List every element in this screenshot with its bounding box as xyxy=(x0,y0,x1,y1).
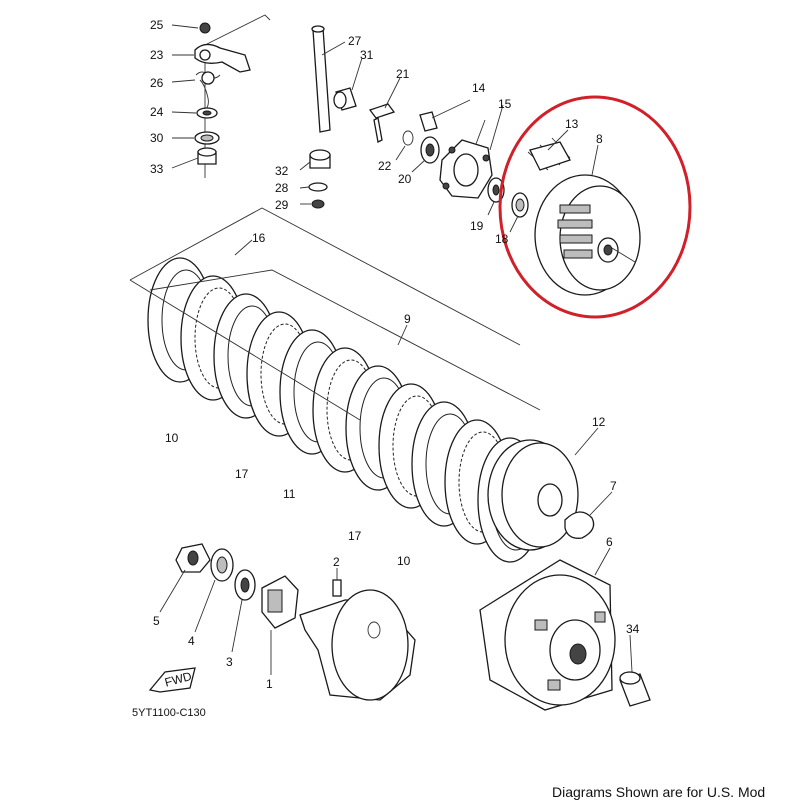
clutch-housing-6 xyxy=(479,559,651,711)
clutch-plate-stack xyxy=(147,257,543,563)
leader-lines xyxy=(159,24,633,675)
label-29: 29 xyxy=(275,198,289,212)
label-1: 1 xyxy=(266,677,273,691)
label-32: 32 xyxy=(275,164,289,178)
label-28: 28 xyxy=(275,181,289,195)
label-13: 13 xyxy=(565,117,579,131)
label-15: 15 xyxy=(498,97,512,111)
label-6: 6 xyxy=(606,535,613,549)
label-23: 23 xyxy=(150,48,164,62)
label-9: 9 xyxy=(404,312,411,326)
label-10-right: 10 xyxy=(397,554,411,568)
label-11: 11 xyxy=(283,487,296,501)
primary-driven-gear xyxy=(148,543,416,701)
label-17-left: 17 xyxy=(235,467,249,481)
label-12: 12 xyxy=(592,415,606,429)
label-4: 4 xyxy=(188,634,195,648)
drawing-code: 5YT1100-C130 xyxy=(132,707,206,719)
shift-shaft-group xyxy=(194,14,529,218)
label-2: 2 xyxy=(333,555,340,569)
label-25: 25 xyxy=(150,18,164,32)
label-21: 21 xyxy=(396,67,410,81)
footer-note: Diagrams Shown are for U.S. Mod xyxy=(552,784,765,800)
label-24: 24 xyxy=(150,105,164,119)
label-16: 16 xyxy=(252,231,266,245)
pressure-plate-8 xyxy=(527,137,641,296)
label-14: 14 xyxy=(472,81,486,95)
label-30: 30 xyxy=(150,131,164,145)
pressure-plate-12 xyxy=(487,439,595,551)
label-34: 34 xyxy=(626,622,640,636)
fwd-arrow-text: FWD xyxy=(163,669,193,690)
label-10-left: 10 xyxy=(165,431,179,445)
part-number-labels: 25 23 26 24 30 33 27 31 21 14 15 13 8 22… xyxy=(150,18,640,691)
label-22: 22 xyxy=(378,159,392,173)
label-3: 3 xyxy=(226,655,233,669)
label-5: 5 xyxy=(153,614,160,628)
label-19: 19 xyxy=(470,219,484,233)
label-17-right: 17 xyxy=(348,529,362,543)
label-8: 8 xyxy=(596,132,603,146)
label-33: 33 xyxy=(150,162,164,176)
label-31: 31 xyxy=(360,48,374,62)
label-26: 26 xyxy=(150,76,164,90)
label-7: 7 xyxy=(610,479,617,493)
highlight-circle xyxy=(498,95,692,319)
label-18: 18 xyxy=(495,232,509,246)
label-27: 27 xyxy=(348,34,362,48)
label-20: 20 xyxy=(398,172,412,186)
